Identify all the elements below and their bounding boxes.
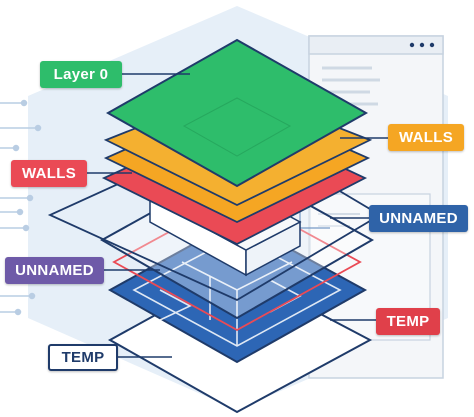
layer0-inner-grid — [182, 97, 292, 157]
temp-label-right: TEMP — [376, 308, 440, 335]
walls-label-left: WALLS — [11, 160, 87, 187]
layer0-label: Layer 0 — [40, 61, 122, 88]
walls-label-right: WALLS — [388, 124, 464, 151]
temp-label-left: TEMP — [48, 344, 118, 371]
window-dots-icon — [409, 42, 435, 48]
unnamed-label-left: UNNAMED — [5, 257, 104, 284]
layer0-plane — [105, 38, 369, 188]
label-leader-lines — [87, 73, 388, 358]
unnamed-label-right: UNNAMED — [369, 205, 468, 232]
circuit-lines-icon — [0, 99, 42, 316]
unnamed-red-outline-plane — [112, 193, 362, 332]
